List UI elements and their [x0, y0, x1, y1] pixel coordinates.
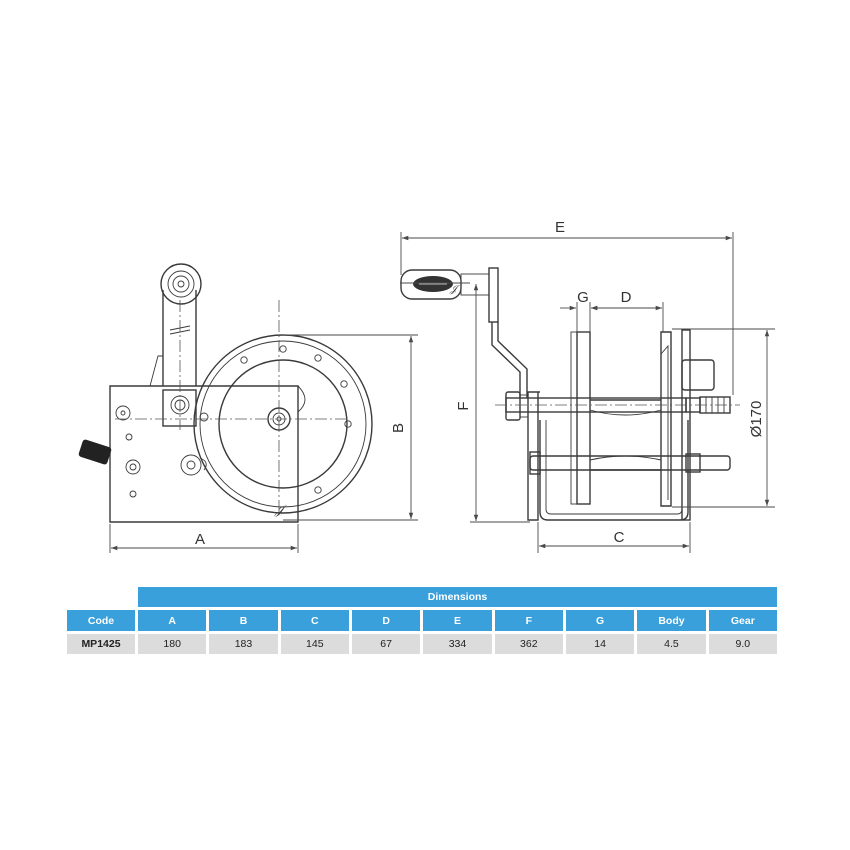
header-b: B: [209, 610, 278, 631]
drum-flange-left: [576, 331, 591, 505]
table-title: Dimensions: [138, 587, 777, 607]
drum-flange-right: [660, 331, 672, 507]
dimension-diameter: Ø170: [672, 328, 775, 508]
gear-nut: [125, 459, 141, 475]
dimension-e: E: [400, 219, 734, 395]
mount-hole-top: [115, 405, 131, 421]
cell-e: 334: [423, 634, 492, 654]
handle-knob: [160, 263, 202, 305]
drum-rim-circle: [199, 340, 367, 508]
dim-label-g: G: [577, 289, 589, 306]
header-c: C: [280, 610, 349, 631]
header-a: A: [138, 610, 207, 631]
base-frame: [539, 420, 689, 521]
table-title-row: Dimensions: [67, 587, 777, 607]
cell-f: 362: [494, 634, 563, 654]
table-row: MP1425 180 183 145 67 334 362 14 4.5 9.0: [67, 634, 777, 654]
dimension-b: B: [283, 334, 418, 521]
dim-label-f: F: [455, 401, 472, 410]
header-g: G: [565, 610, 635, 631]
winch-technical-drawing: 𝒥 A B 𝒥: [78, 219, 775, 553]
dim-label-e: E: [555, 219, 565, 236]
header-code: Code: [67, 610, 135, 631]
crank-arm: [488, 267, 499, 323]
cell-c: 145: [280, 634, 349, 654]
header-e: E: [423, 610, 492, 631]
dim-label-d: D: [621, 289, 632, 306]
svg-text:𝒥: 𝒥: [449, 284, 461, 295]
dimension-c: C: [537, 522, 691, 553]
header-d: D: [351, 610, 421, 631]
pawl-pin: [199, 412, 209, 422]
dim-label-b: B: [390, 423, 407, 433]
dimension-g: G: [560, 289, 604, 332]
dim-label-diameter: Ø170: [748, 401, 765, 438]
cable-guide: [78, 439, 112, 465]
cell-gear: 9.0: [708, 634, 777, 654]
body-plate: [109, 385, 299, 523]
cell-d: 67: [351, 634, 421, 654]
svg-text:𝒥: 𝒥: [274, 503, 288, 517]
header-f: F: [494, 610, 563, 631]
table-header-row: Code A B C D E F G Body Gear: [67, 610, 777, 631]
dim-label-c: C: [614, 529, 625, 546]
flange-bolt-holes: [240, 345, 352, 494]
header-gear: Gear: [708, 610, 777, 631]
crank-hub: [505, 391, 521, 421]
dimension-d: D: [591, 289, 664, 332]
side-view: 𝒥: [400, 267, 740, 521]
front-view: 𝒥: [78, 263, 373, 523]
gear-cover: [681, 359, 715, 391]
lever-pivot-block: [162, 389, 197, 427]
ratchet-pin: [180, 454, 202, 476]
drum-inner-circle: [218, 359, 348, 489]
cell-code: MP1425: [67, 634, 135, 654]
lever-arm: [162, 290, 197, 386]
dim-label-a: A: [195, 531, 205, 548]
cell-b: 183: [209, 634, 278, 654]
table-corner-blank: [67, 587, 135, 607]
header-body: Body: [637, 610, 706, 631]
cell-g: 14: [565, 634, 635, 654]
dimensions-table: Dimensions Code A B C D E F G Body Gear …: [64, 584, 780, 657]
cell-a: 180: [138, 634, 207, 654]
cell-body: 4.5: [637, 634, 706, 654]
dimension-a: A: [109, 524, 299, 553]
dimension-f: F: [400, 282, 530, 523]
